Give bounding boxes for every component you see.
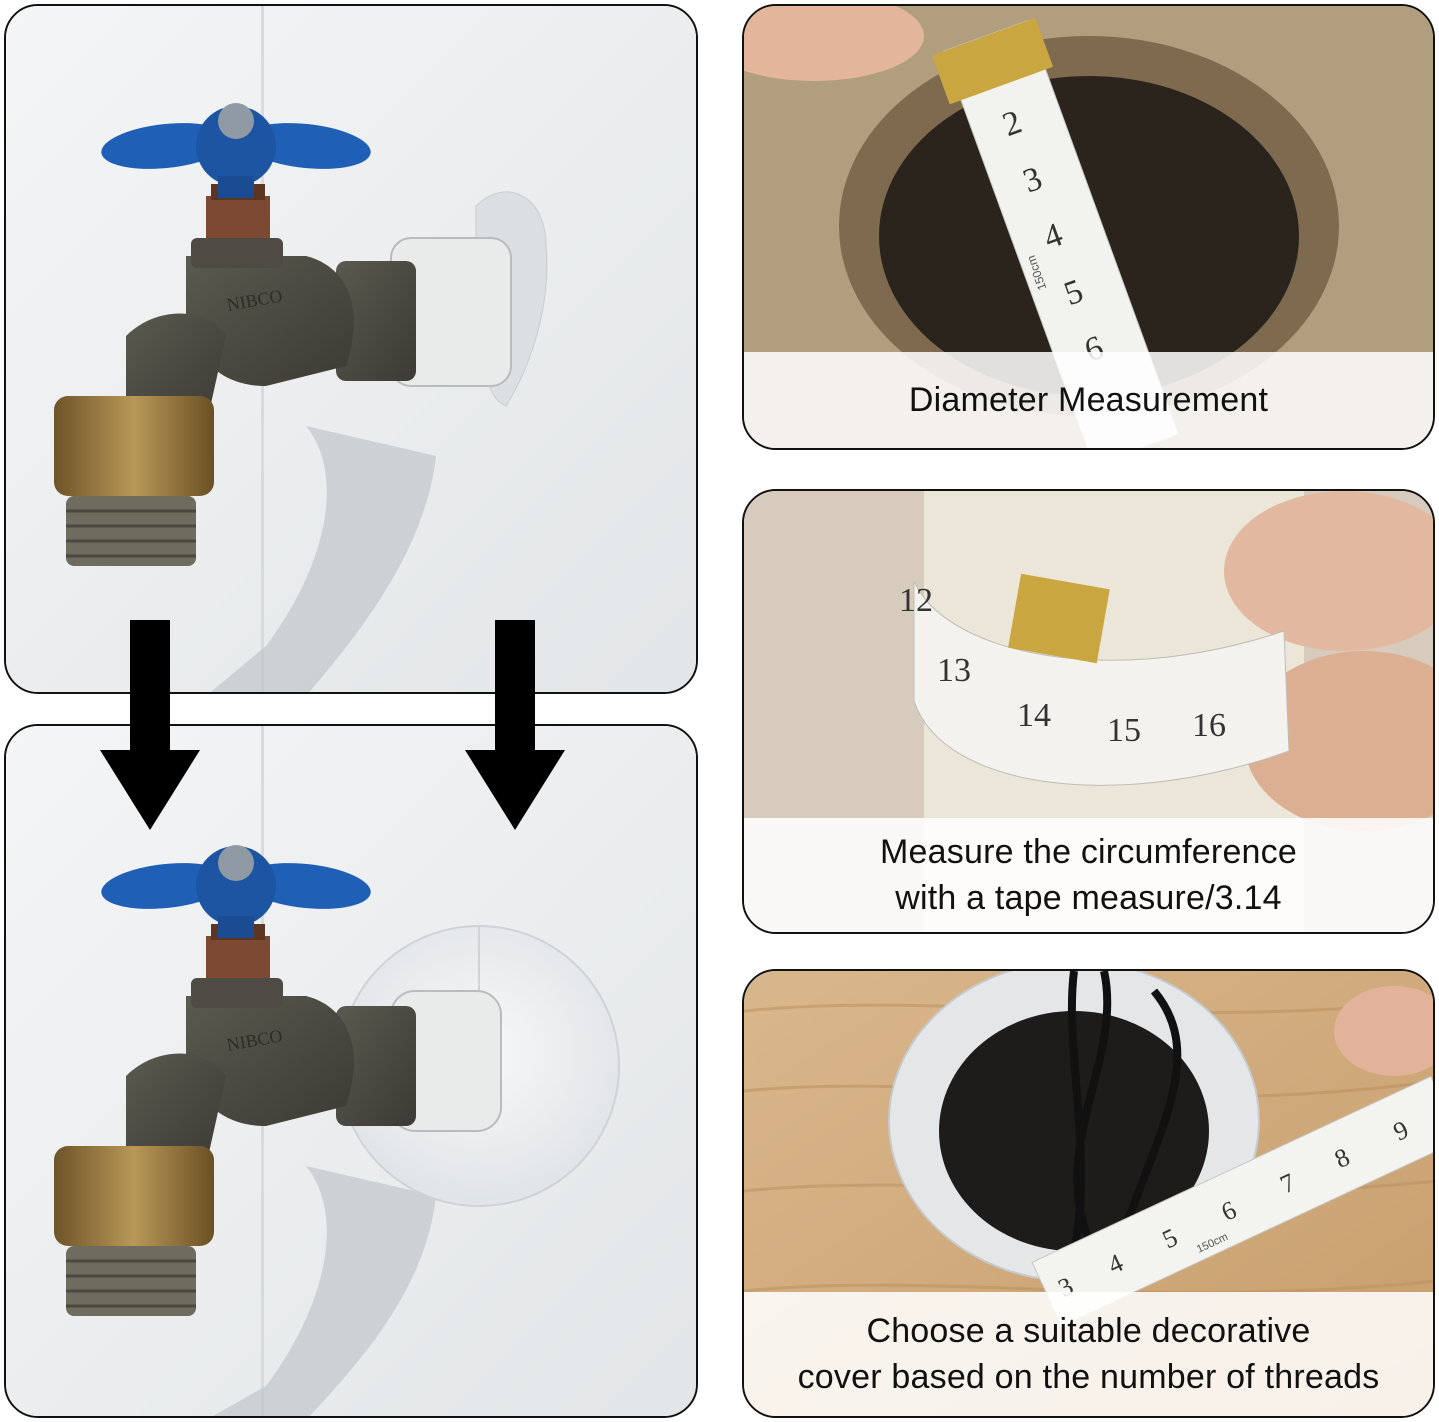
arrow-down-icon: [100, 620, 200, 830]
measuring-tape: 3 4 5 6 7 8 9 150cm: [1031, 1075, 1433, 1327]
caption-line-2: with a tape measure/3.14: [895, 879, 1282, 917]
caption: Choose a suitable decorative cover based…: [744, 1292, 1433, 1416]
caption-line-2: cover based on the number of threads: [797, 1358, 1380, 1396]
panel-faucet-before: NIBCO: [4, 4, 698, 694]
caption: Diameter Measurement: [744, 352, 1433, 448]
tape-number: 15: [1107, 712, 1141, 749]
caption-line-1: Measure the circumference: [880, 833, 1297, 871]
panel-diameter-measurement: 2 3 4 5 6 150cm Diameter Measurement: [742, 4, 1435, 450]
caption: Measure the circumference with a tape me…: [744, 818, 1433, 932]
faucet-handle: [101, 845, 371, 938]
panel-choose-cover: 3 4 5 6 7 8 9 150cm Choose a suitable de…: [742, 969, 1435, 1418]
panel-faucet-after: NIBCO: [4, 724, 698, 1418]
tape-number: 14: [1017, 697, 1051, 734]
arrow-down-icon: [465, 620, 565, 830]
tape-number: 12: [899, 582, 933, 619]
caption-line-1: Choose a suitable decorative: [866, 1312, 1311, 1350]
faucet-handle: [101, 103, 371, 198]
faucet-after-illustration: NIBCO: [6, 726, 696, 1416]
tape-number: 16: [1192, 707, 1226, 744]
measuring-tape: [913, 580, 1290, 786]
caption-text: Diameter Measurement: [908, 381, 1269, 419]
tape-number: 13: [937, 652, 971, 689]
panel-circumference-measurement: 12 13 14 15 16 Measure the circumference…: [742, 489, 1435, 934]
faucet-before-illustration: NIBCO: [6, 6, 696, 692]
